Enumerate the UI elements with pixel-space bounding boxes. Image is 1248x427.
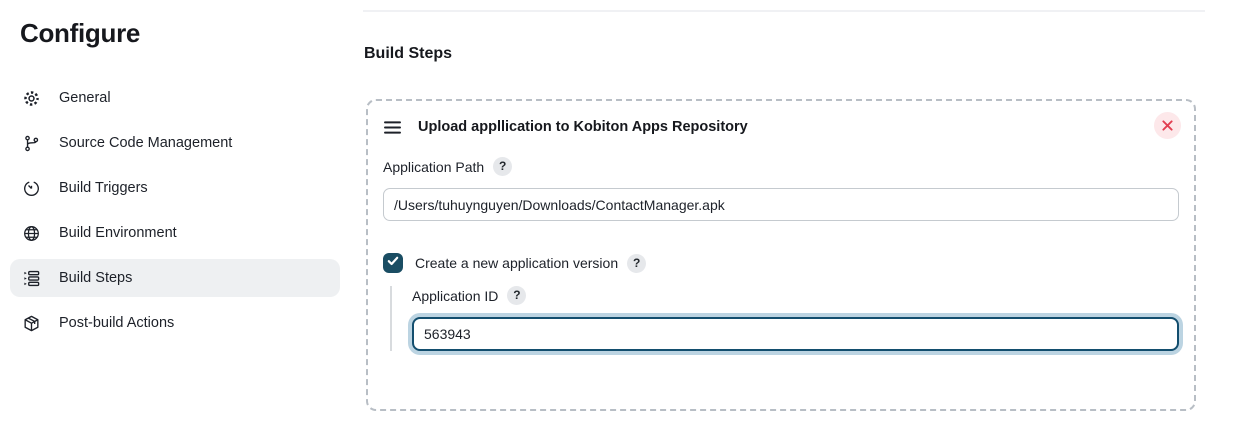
gear-icon xyxy=(22,89,41,108)
close-icon xyxy=(1162,120,1173,131)
create-version-label[interactable]: Create a new application version xyxy=(415,255,619,271)
branch-icon xyxy=(22,134,41,153)
sidebar-item-build-triggers[interactable]: Build Triggers xyxy=(10,169,340,207)
create-version-nested-section: Application ID ? xyxy=(390,286,1179,351)
delete-step-button[interactable] xyxy=(1154,112,1181,139)
checkmark-icon xyxy=(387,254,399,272)
package-icon xyxy=(22,314,41,333)
configure-main: Build Steps Upload appllication to Kobit… xyxy=(363,0,1248,427)
application-id-input[interactable] xyxy=(412,317,1179,351)
clock-icon xyxy=(22,179,41,198)
build-steps-heading: Build Steps xyxy=(364,45,453,62)
build-step-card: Upload appllication to Kobiton Apps Repo… xyxy=(366,99,1196,411)
application-path-label: Application Path xyxy=(383,158,485,175)
sidebar-item-label: Source Code Management xyxy=(59,135,233,151)
sidebar-item-general[interactable]: General xyxy=(10,79,340,117)
sidebar-item-build-environment[interactable]: Build Environment xyxy=(10,214,340,252)
sidebar-item-label: Build Environment xyxy=(59,225,177,241)
section-divider xyxy=(363,10,1205,12)
configure-sidebar: Configure General Source Code Managem xyxy=(0,0,360,427)
sidebar-item-build-steps[interactable]: Build Steps xyxy=(10,259,340,297)
sidebar-item-label: Build Triggers xyxy=(59,180,148,196)
sidebar-item-label: General xyxy=(59,90,111,106)
sidebar-item-label: Post-build Actions xyxy=(59,315,175,331)
application-path-input[interactable] xyxy=(383,188,1179,221)
configure-nav: General Source Code Management xyxy=(10,79,340,342)
globe-icon xyxy=(22,224,41,243)
application-id-help-button[interactable]: ? xyxy=(507,286,527,305)
sidebar-item-label: Build Steps xyxy=(59,270,133,286)
page-title: Configure xyxy=(20,18,141,48)
build-step-card-header: Upload appllication to Kobiton Apps Repo… xyxy=(383,117,1179,137)
drag-handle-icon[interactable] xyxy=(383,119,403,135)
create-version-help-button[interactable]: ? xyxy=(627,253,647,273)
application-path-help-button[interactable]: ? xyxy=(493,157,513,176)
build-step-title: Upload appllication to Kobiton Apps Repo… xyxy=(418,119,748,135)
sidebar-item-post-build-actions[interactable]: Post-build Actions xyxy=(10,304,340,342)
sidebar-item-source-code-management[interactable]: Source Code Management xyxy=(10,124,340,162)
application-id-label: Application ID xyxy=(412,287,499,304)
list-icon xyxy=(22,269,41,288)
create-version-checkbox[interactable] xyxy=(383,253,403,273)
